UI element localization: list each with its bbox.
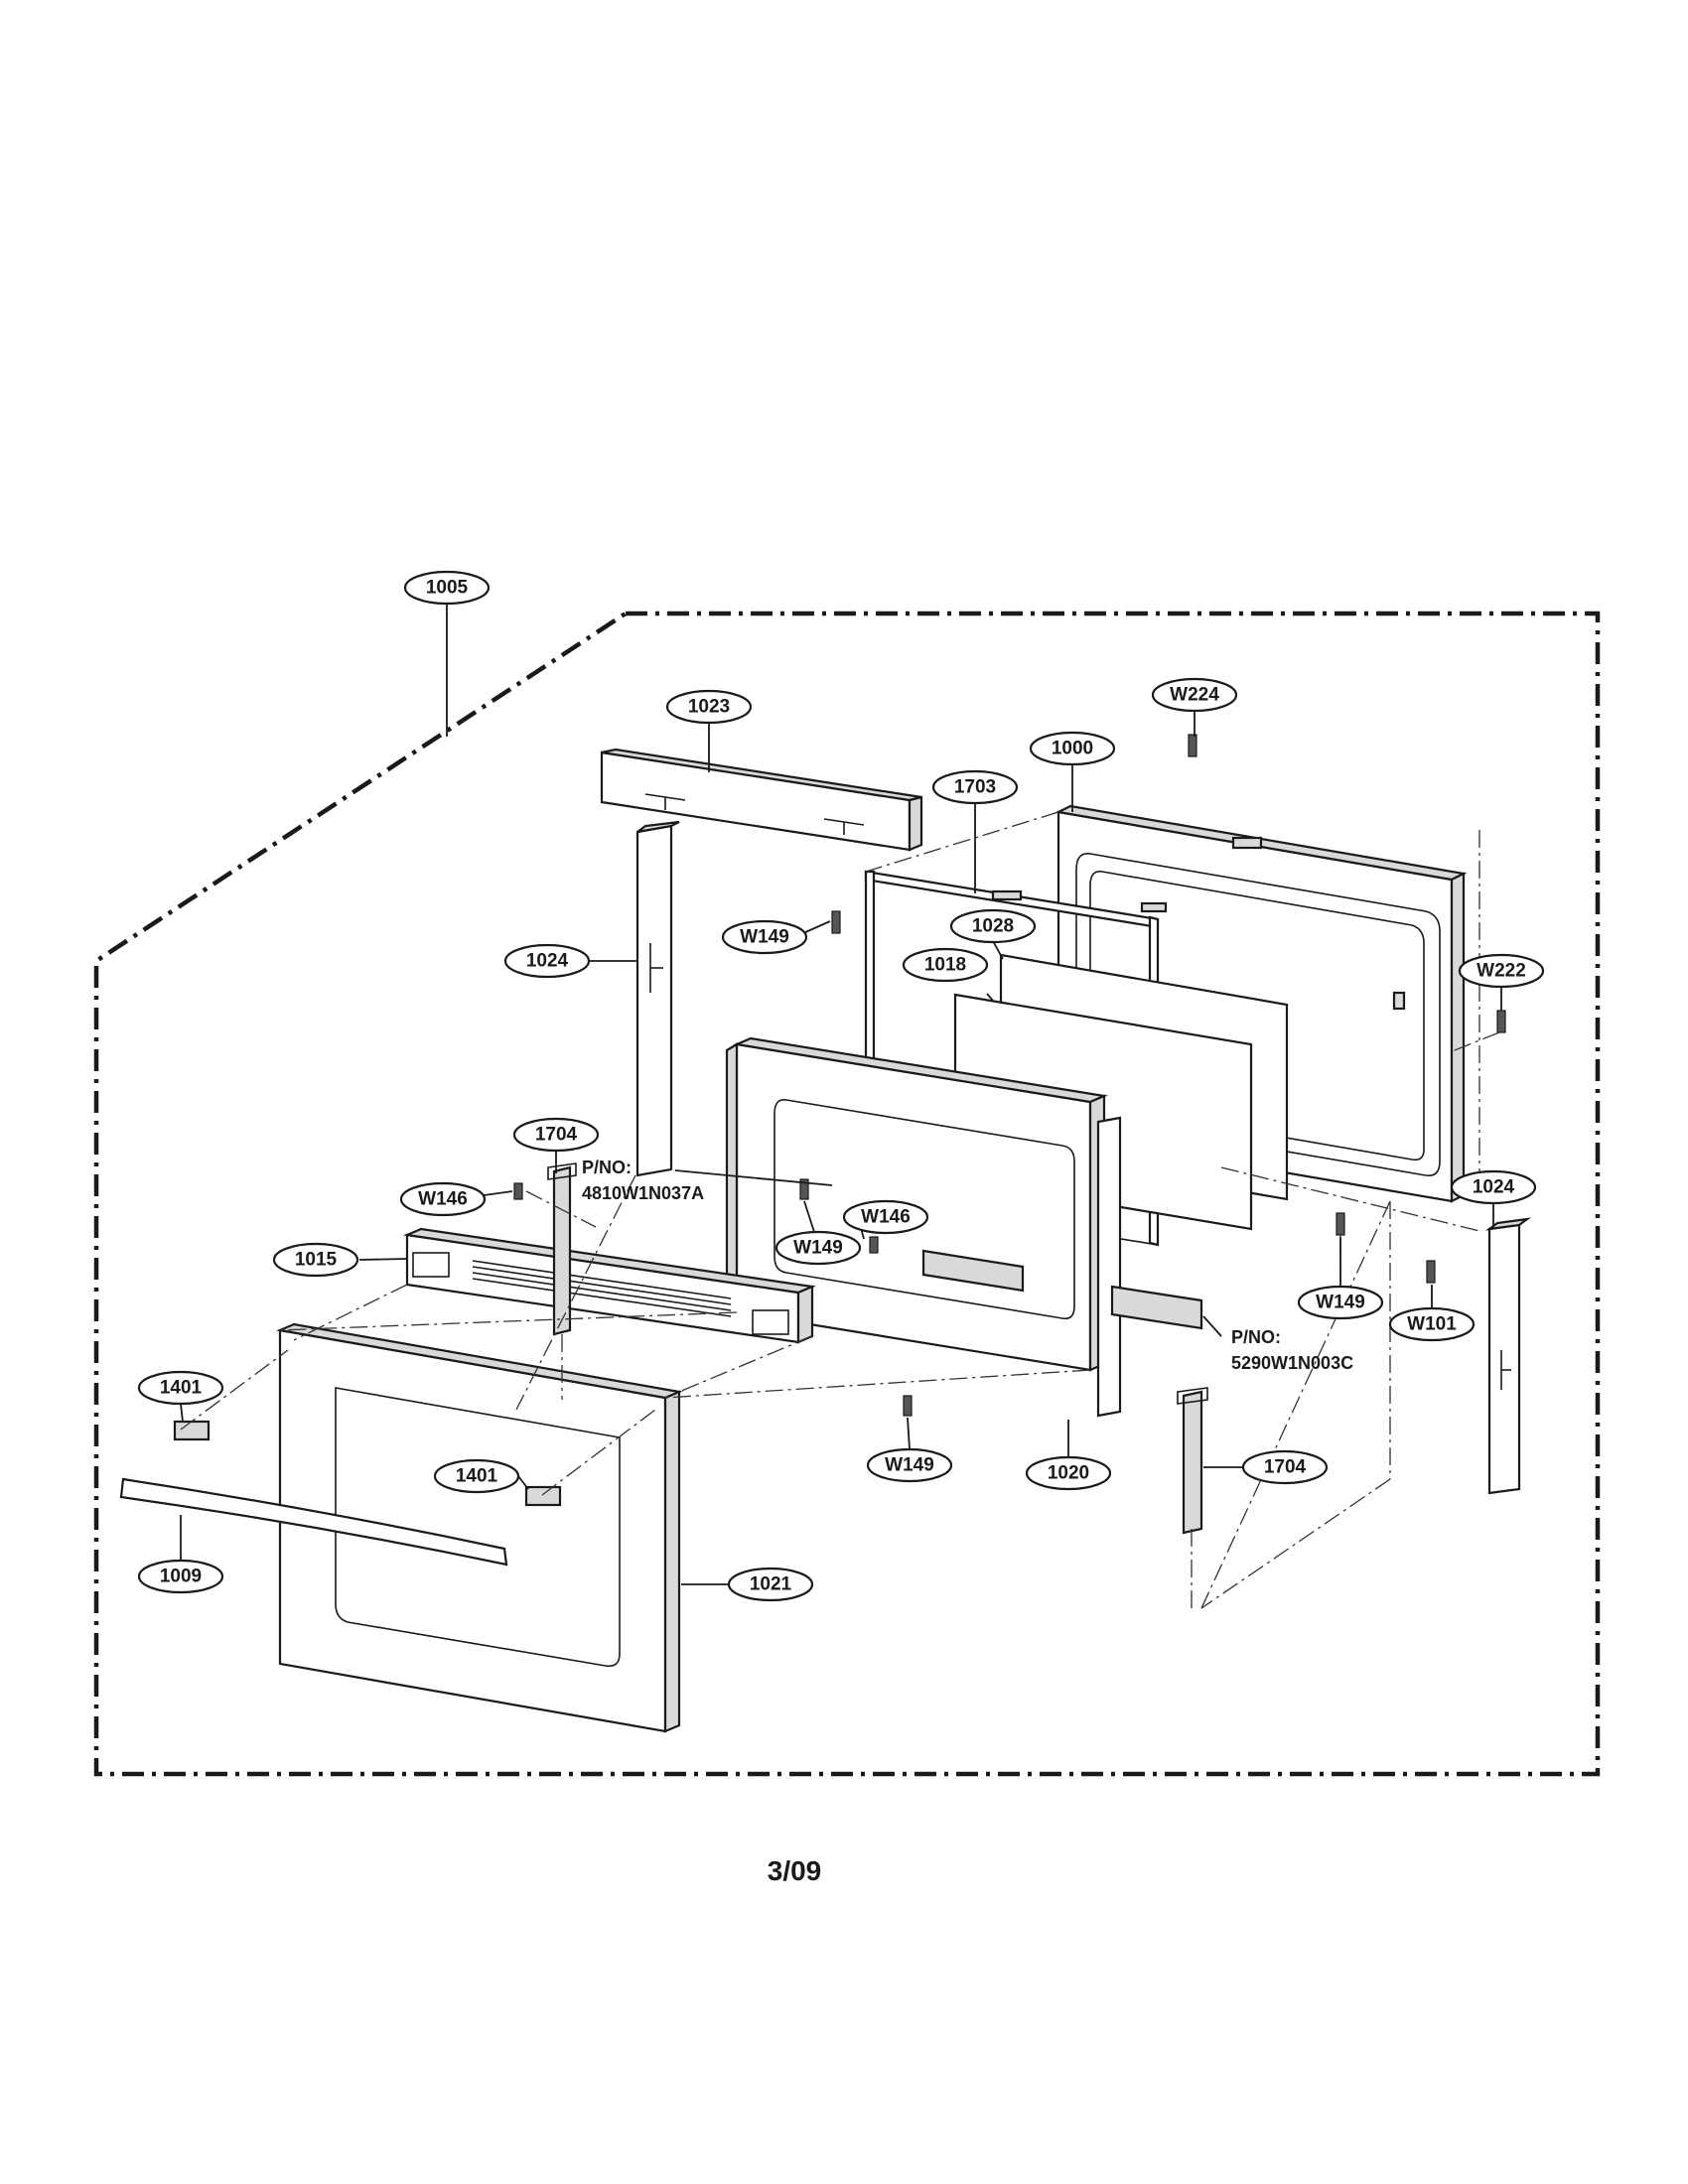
note-pno-5290w1n003c: P/NO: 5290W1N003C (1231, 1327, 1353, 1373)
callout-1009: 1009 (137, 1559, 224, 1594)
callout-label: W149 (793, 1238, 843, 1259)
callout-label: W146 (418, 1189, 468, 1210)
callout-w146-b: W146 (842, 1199, 929, 1235)
callout-1401-b: 1401 (433, 1458, 520, 1494)
assembly-boundary-1005 (93, 611, 1601, 1777)
callout-w149-b: W149 (774, 1230, 862, 1266)
note-pno-4810w1n037a: P/NO: 4810W1N037A (582, 1158, 704, 1203)
note-value: 5290W1N003C (1231, 1353, 1353, 1373)
screws (513, 734, 1506, 1417)
callout-label: 1024 (526, 951, 569, 972)
callout-label: 1028 (972, 916, 1014, 937)
note-value: 4810W1N037A (582, 1183, 704, 1203)
callout-label: 1401 (456, 1466, 498, 1487)
callout-label: 1704 (535, 1125, 578, 1146)
part-1401-left-bracket (173, 1420, 211, 1441)
callout-1028: 1028 (949, 908, 1037, 944)
note-label: P/NO: (582, 1158, 632, 1177)
callout-w224: W224 (1151, 677, 1238, 713)
callout-label: W101 (1407, 1314, 1457, 1335)
note-label: P/NO: (1231, 1327, 1281, 1347)
callout-1023: 1023 (665, 689, 753, 725)
part-1020-side-flange (1096, 1116, 1122, 1418)
callout-label: 1703 (954, 777, 996, 798)
callout-label: 1000 (1052, 739, 1093, 759)
callout-1024-b: 1024 (1450, 1169, 1537, 1205)
callout-w146-a: W146 (399, 1181, 487, 1217)
callout-w101: W101 (1388, 1306, 1476, 1342)
part-1704-left-hinge (547, 1162, 577, 1336)
callout-1024-a: 1024 (503, 943, 591, 979)
phantom-alignment-lines (180, 811, 1500, 1609)
callout-w222: W222 (1458, 953, 1545, 989)
callout-label: W149 (885, 1455, 934, 1476)
part-1023-top-trim (600, 748, 923, 852)
callout-1704-b: 1704 (1241, 1449, 1329, 1485)
callout-w149-d: W149 (866, 1447, 953, 1483)
callout-label: 1018 (924, 955, 966, 976)
callout-label: W224 (1170, 685, 1219, 706)
callout-label: 1021 (750, 1574, 792, 1595)
callout-1021: 1021 (727, 1567, 814, 1602)
callout-label: W222 (1477, 961, 1526, 982)
callout-label: 1401 (160, 1378, 203, 1399)
callout-label: 1015 (295, 1250, 338, 1271)
callout-label: 1704 (1264, 1457, 1307, 1478)
callout-label: 1024 (1473, 1177, 1515, 1198)
part-1401-right-bracket (524, 1485, 562, 1507)
callout-label: W149 (1316, 1293, 1365, 1313)
callout-label: W146 (861, 1207, 911, 1228)
part-1024-right-side-trim (1484, 1217, 1532, 1495)
part-1015-control-bar (402, 1227, 817, 1344)
callout-label: 1023 (688, 697, 730, 718)
callout-1703: 1703 (931, 769, 1019, 805)
callout-1401-a: 1401 (137, 1370, 224, 1406)
callout-1015: 1015 (272, 1242, 359, 1278)
callout-1020: 1020 (1025, 1455, 1112, 1491)
callout-1018: 1018 (902, 947, 989, 983)
callout-w149-c: W149 (1297, 1285, 1384, 1320)
part-1024-left-side-trim (635, 820, 680, 1177)
part-1704-right-hinge (1177, 1387, 1208, 1535)
leader-lines (180, 604, 1502, 1585)
callout-label: W149 (740, 927, 789, 948)
callout-1000: 1000 (1029, 731, 1116, 766)
callout-1005: 1005 (403, 570, 491, 606)
callout-label: 1005 (426, 578, 469, 599)
part-1021-outer-door (276, 1322, 683, 1733)
part-5290w1n003c-block (1110, 1285, 1203, 1330)
callout-w149-a: W149 (721, 919, 808, 955)
callout-label: 1009 (160, 1567, 202, 1587)
page-number: 3/09 (768, 1855, 822, 1886)
part-1009-handle (119, 1477, 508, 1567)
callout-1704-a: 1704 (512, 1117, 600, 1153)
callout-label: 1020 (1048, 1463, 1089, 1484)
